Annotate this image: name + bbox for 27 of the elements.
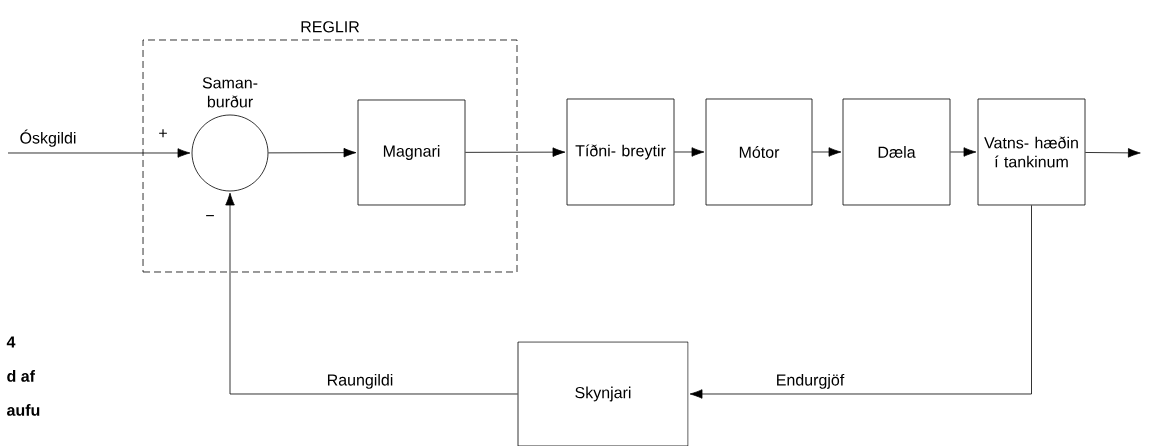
arrow bbox=[689, 205, 1032, 399]
process-box: Vatns- hæðin í tankinum bbox=[977, 98, 1086, 206]
arrow bbox=[950, 147, 977, 157]
process-box: Mótor bbox=[705, 98, 813, 206]
sign-label: + bbox=[159, 129, 167, 138]
caption-fragment: d af bbox=[7, 370, 35, 382]
edge-label: Endurgjöf bbox=[777, 373, 845, 389]
summing-circle bbox=[191, 114, 269, 192]
sign-label: − bbox=[206, 215, 214, 217]
process-box: Dæla bbox=[842, 98, 951, 206]
process-box: Tíðni- breytir bbox=[566, 98, 675, 206]
arrow bbox=[7, 148, 191, 158]
dashed-group-box bbox=[142, 39, 518, 273]
arrow bbox=[465, 147, 566, 157]
process-box: Skynjari bbox=[517, 341, 689, 446]
process-box: Magnari bbox=[357, 99, 466, 206]
caption-fragment: 4 bbox=[6, 336, 16, 348]
arrow bbox=[812, 147, 842, 157]
circle-label: Saman- burður bbox=[202, 77, 258, 108]
caption-fragment: aufu bbox=[7, 404, 40, 416]
edge-label: Óskgildi bbox=[20, 129, 76, 147]
arrow bbox=[674, 147, 705, 157]
arrow bbox=[225, 192, 518, 395]
arrow bbox=[1085, 148, 1141, 158]
group-title: REGLIR bbox=[301, 21, 360, 33]
arrow bbox=[268, 147, 357, 158]
edge-label: Raungildi bbox=[327, 373, 393, 389]
